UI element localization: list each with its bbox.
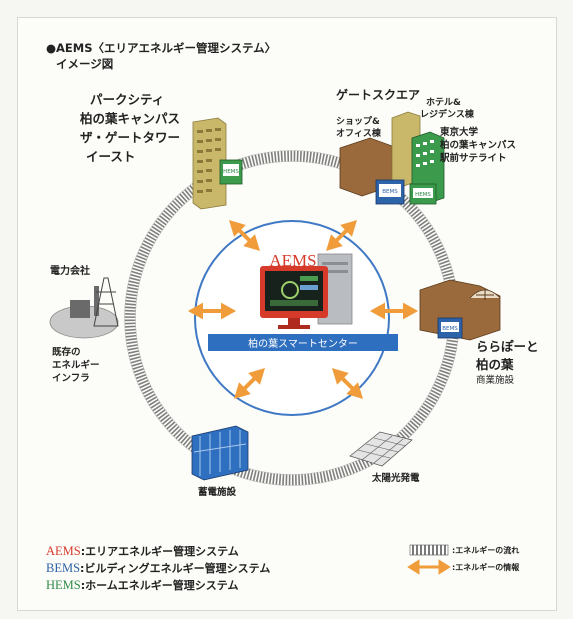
smart-center-label: 柏の葉スマートセンター	[248, 337, 358, 350]
gate-bems-tag: BEMS	[382, 189, 398, 195]
info-arrow-ne	[326, 220, 357, 251]
smart-center-bar	[208, 334, 398, 351]
shop-office-label: ショップ& オフィス棟	[336, 117, 381, 139]
aems-control-center: AEMS	[260, 251, 353, 329]
info-arrow-sw	[234, 368, 265, 399]
storage-facility	[191, 425, 249, 481]
legend-row-bems: BEMS:ビルディングエネルギー管理システム	[46, 561, 271, 575]
gate-square-complex	[339, 111, 445, 205]
storage-label: 蓄電施設	[198, 487, 237, 498]
chimney	[94, 286, 99, 316]
lalaport-bems-tag: BEMS	[442, 326, 458, 332]
solar-panels	[349, 431, 413, 467]
legend-row-hems: HEMS:ホームエネルギー管理システム	[46, 578, 239, 592]
park-city-label: パークシティ 柏の葉キャンパス ザ・ゲートタワー イースト	[80, 92, 181, 164]
power-plant	[49, 277, 119, 339]
legend-info-label: :エネルギーの情報	[452, 563, 520, 572]
diagram-subtitle: イメージ図	[56, 57, 114, 71]
gate-hems-tag: HEMS	[415, 192, 431, 198]
info-arrow-e	[369, 302, 419, 320]
park-city-hems-tag: HEMS	[223, 169, 239, 175]
aems-center-label: AEMS	[269, 251, 316, 270]
gate-square-label: ゲートスクエア	[336, 88, 421, 102]
info-arrow-nw	[229, 220, 260, 251]
legend-row-aems: AEMS:エリアエネルギー管理システム	[46, 544, 239, 558]
existing-infra-label: 既存の エネルギー インフラ	[52, 347, 100, 384]
diagram-title: ●AEMS〈エリアエネルギー管理システム〉	[46, 41, 277, 55]
solar-label: 太陽光発電	[372, 473, 420, 484]
lalaport-label: ららぽーと 柏の葉 商業施設	[476, 339, 539, 386]
legend-flow-swatch	[409, 544, 449, 556]
transmission-tower	[93, 277, 119, 327]
legend-info-arrow	[407, 559, 451, 575]
park-city-tower	[192, 117, 243, 210]
power-company-label: 電力会社	[50, 266, 90, 277]
utokyo-label: 東京大学 柏の葉キャンパス 駅前サテライト	[440, 127, 517, 164]
info-arrow-w	[187, 302, 237, 320]
lalaport-building	[419, 279, 501, 341]
legend-flow-label: :エネルギーの流れ	[452, 546, 520, 555]
hotel-label: ホテル& レジデンス棟	[420, 98, 474, 120]
info-arrow-se	[332, 368, 363, 399]
abbreviation-legend: AEMS:エリアエネルギー管理システム BEMS:ビルディングエネルギー管理シス…	[46, 543, 270, 594]
info-arrows	[187, 220, 419, 399]
